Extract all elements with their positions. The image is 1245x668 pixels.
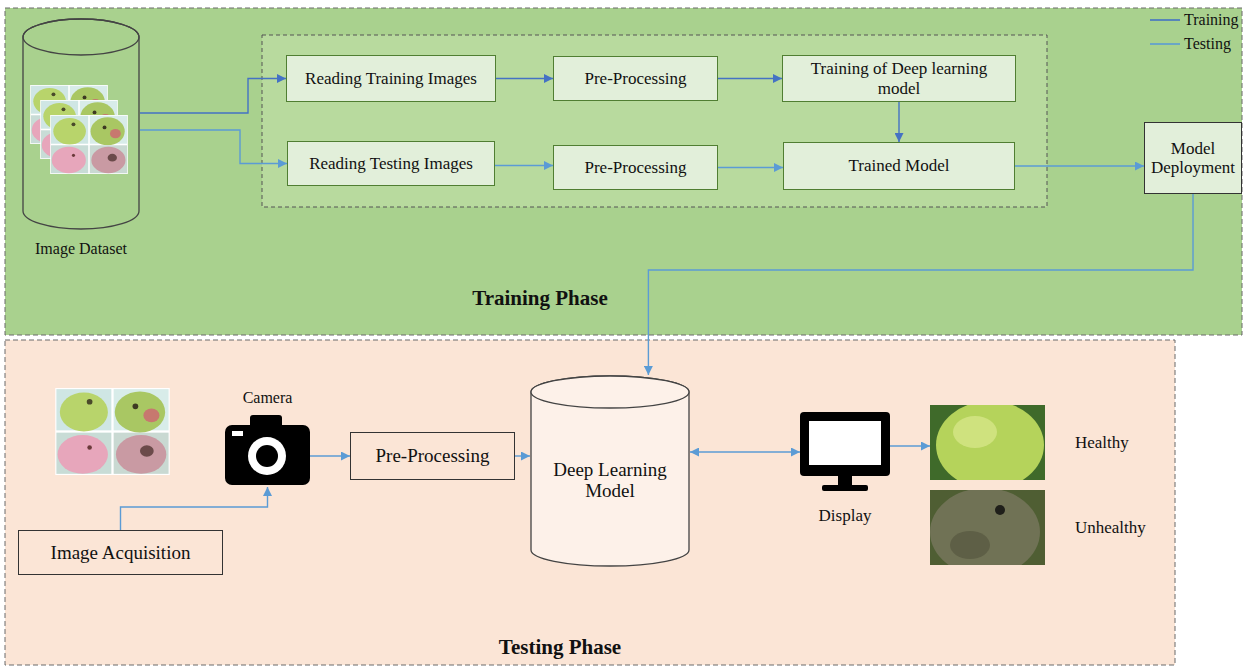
flow-arrow <box>496 78 553 79</box>
icon-label: Healthy <box>1075 433 1129 452</box>
process-box: Pre-Processing <box>350 432 515 480</box>
flow-arrow <box>121 487 268 530</box>
phase-band-fill <box>5 340 1175 665</box>
unhealthy-apple-photo <box>930 490 1045 565</box>
process-box: Reading Training Images <box>286 55 496 101</box>
flow-arrow <box>718 167 783 168</box>
sample-photos <box>55 388 169 475</box>
phase-title: Training Phase <box>472 287 608 311</box>
legend-entry: Training <box>1150 8 1239 32</box>
legend-label: Training <box>1184 11 1239 29</box>
legend-line <box>1150 19 1180 21</box>
monitor-symbol <box>800 412 890 491</box>
flow-arrow <box>690 451 800 452</box>
inner-process-region <box>262 35 1047 207</box>
camera-icon: Camera <box>225 415 310 487</box>
phase-band-fill <box>5 8 1242 335</box>
box-label: Pre-Processing <box>376 445 490 466</box>
camera-symbol <box>225 415 310 485</box>
process-box: Training of Deep learning model <box>782 55 1016 101</box>
model-cylinder: Deep Learning Model <box>530 375 690 567</box>
deployment-box: Model Deployment <box>1144 122 1242 194</box>
process-box: Pre-Processing <box>553 145 718 190</box>
box-label: Deep Learning Model <box>536 459 684 502</box>
process-box: Image Acquisition <box>18 530 223 575</box>
flow-arrow <box>515 455 530 456</box>
flow-arrow <box>140 79 286 114</box>
phase-title: Testing Phase <box>499 636 621 660</box>
flow-arrow <box>495 165 553 166</box>
flow-arrow <box>898 102 899 142</box>
process-box: Reading Testing Images <box>287 141 495 186</box>
flow-arrow <box>1015 165 1144 166</box>
legend-line-sample <box>1150 37 1180 51</box>
box-label: Pre-Processing <box>585 69 687 88</box>
box-label: Training of Deep learning model <box>801 59 997 97</box>
flow-arrow <box>718 78 782 79</box>
icon-label: Image Dataset <box>35 240 127 258</box>
legend-entry: Testing <box>1150 32 1239 56</box>
icon-label: Camera <box>243 389 293 407</box>
box-label: Trained Model <box>849 156 950 175</box>
box-label: Reading Training Images <box>305 69 477 88</box>
flow-arrow <box>310 455 350 456</box>
flow-arrow <box>648 194 1193 375</box>
icon-label: Unhealthy <box>1075 518 1146 537</box>
legend-line-sample <box>1150 13 1180 27</box>
cylinder-outline <box>22 18 140 230</box>
legend-label: Testing <box>1184 35 1231 53</box>
fruit-image: Unhealthy <box>930 490 1045 565</box>
legend: TrainingTesting <box>1150 8 1239 56</box>
legend-line <box>1150 43 1180 45</box>
display-icon: Display <box>800 412 890 492</box>
dataset-cylinder: Image Dataset <box>22 18 140 230</box>
box-label: Reading Testing Images <box>309 154 473 173</box>
dataset-photos <box>30 85 128 174</box>
process-box: Trained Model <box>783 142 1015 190</box>
box-label: Image Acquisition <box>51 542 191 563</box>
healthy-apple-photo <box>930 405 1045 480</box>
flow-arrow <box>890 445 930 446</box>
flow-arrow <box>140 130 287 164</box>
box-label: Pre-Processing <box>585 158 687 177</box>
phase-panel: Training Phase Image Dataset Reading Train… <box>5 8 1242 335</box>
icon-label: Display <box>819 506 872 525</box>
fruit-image: Healthy <box>930 405 1045 480</box>
box-label: Model Deployment <box>1148 139 1238 177</box>
phase-panel: Testing Phase CameraImage Acquisition Pre-… <box>5 340 1175 665</box>
process-box: Pre-Processing <box>553 56 718 101</box>
